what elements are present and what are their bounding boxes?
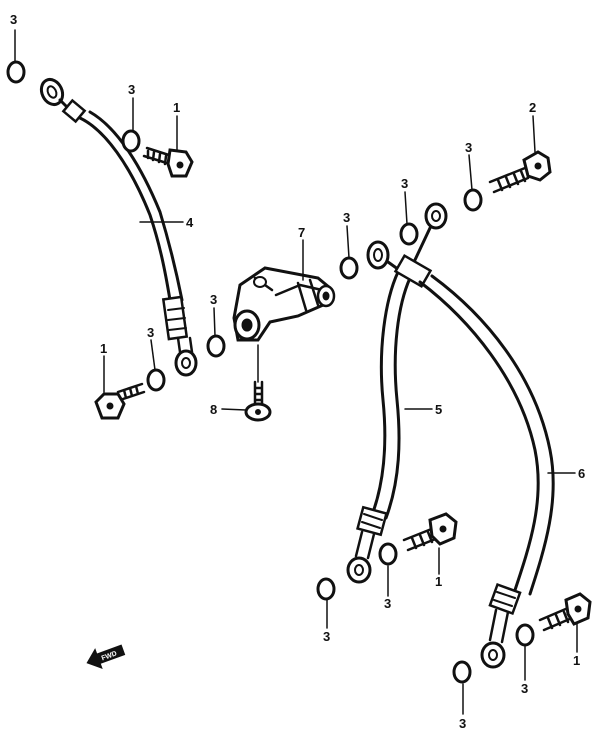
washer <box>399 222 419 246</box>
callout-mounting-bolt: 8 <box>210 402 217 417</box>
callout-washer: 3 <box>10 12 17 27</box>
callout-brake-hose-left: 4 <box>186 215 194 230</box>
union-bolt-upper <box>142 146 194 178</box>
callout-washer: 3 <box>210 292 217 307</box>
union-bolt-left <box>94 382 146 420</box>
callout-union-bolt: 1 <box>573 653 580 668</box>
callout-washer: 3 <box>128 82 135 97</box>
joint-mounting-bolt <box>244 380 272 422</box>
callout-washer: 3 <box>323 629 330 644</box>
callout-labels: 3 3 1 4 3 3 1 7 3 8 3 3 2 5 6 1 3 3 1 3 … <box>10 12 585 731</box>
callout-washer: 3 <box>459 716 466 731</box>
union-bolt-right-top <box>488 150 552 194</box>
callout-brake-hose-middle: 5 <box>435 402 442 417</box>
callout-washer: 3 <box>401 176 408 191</box>
callout-brake-hose-right: 6 <box>578 466 585 481</box>
washer <box>121 129 141 153</box>
callout-union-bolt: 2 <box>529 100 536 115</box>
brake-hose-middle <box>346 240 412 584</box>
brake-hose-right <box>393 202 555 669</box>
callout-washer: 3 <box>384 596 391 611</box>
brake-hose-joint <box>232 266 336 342</box>
callout-union-bolt: 1 <box>173 100 180 115</box>
washer <box>6 60 26 84</box>
washer <box>146 368 166 392</box>
washer <box>515 623 535 647</box>
washer <box>316 577 336 601</box>
brake-hose-left <box>39 77 198 377</box>
union-bolt-middle-lower <box>402 512 458 552</box>
callout-washer: 3 <box>343 210 350 225</box>
leader-lines <box>14 29 578 715</box>
callout-union-bolt: 1 <box>100 341 107 356</box>
washer <box>463 188 483 212</box>
union-bolt-bottom-right <box>538 592 592 632</box>
callout-washer: 3 <box>147 325 154 340</box>
washer <box>206 334 226 358</box>
callout-union-bolt: 1 <box>435 574 442 589</box>
callout-washer: 3 <box>465 140 472 155</box>
washer <box>339 256 359 280</box>
callout-joint: 7 <box>298 225 305 240</box>
washer <box>452 660 472 684</box>
front-direction-arrow: FWD <box>86 644 126 669</box>
gasket-washers <box>6 60 535 684</box>
callout-washer: 3 <box>521 681 528 696</box>
washer <box>378 542 398 566</box>
